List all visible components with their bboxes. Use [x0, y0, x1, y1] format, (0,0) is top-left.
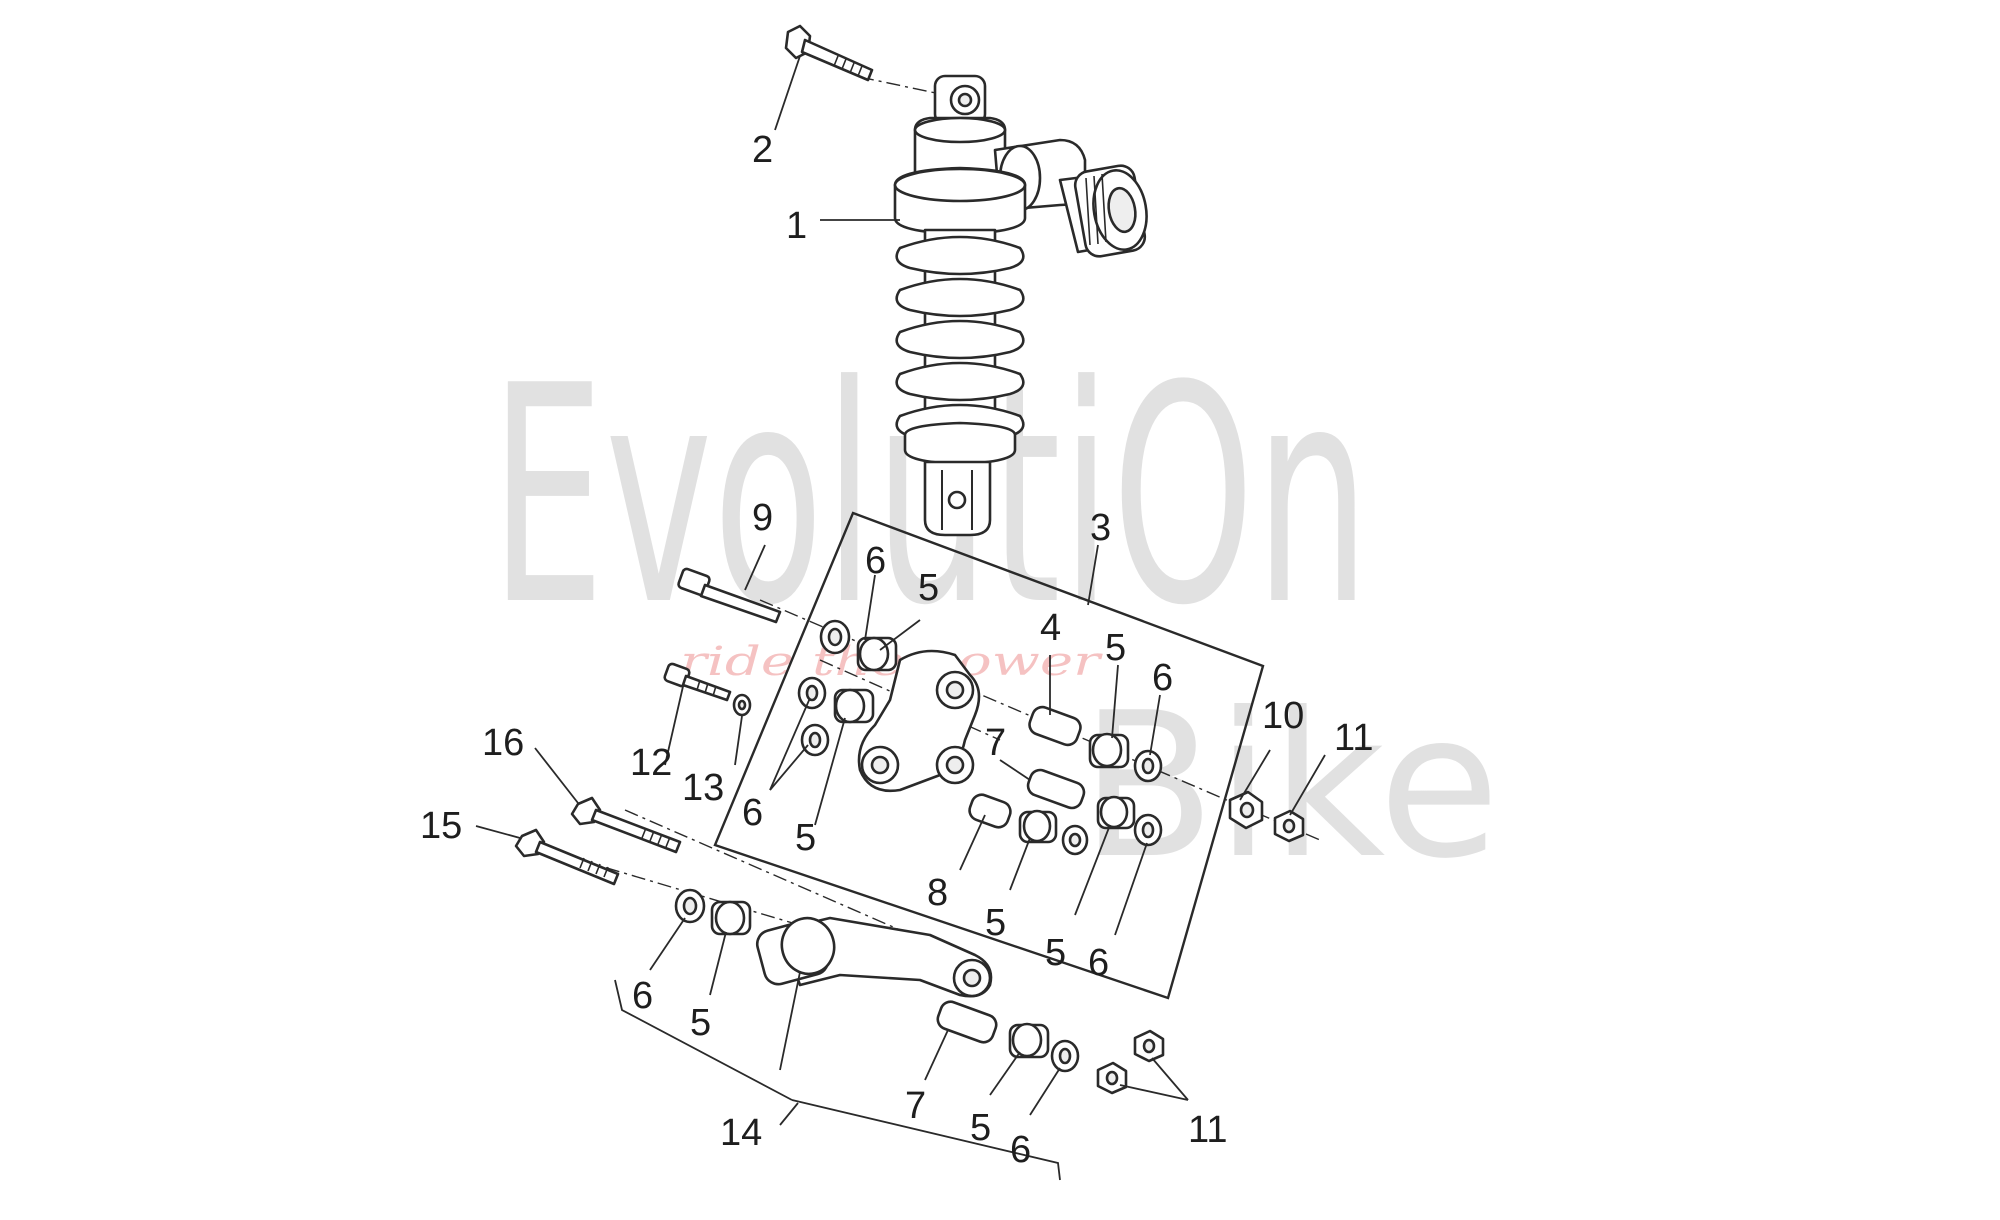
callout-6-right-top: 6	[1152, 657, 1173, 699]
long-bolts	[514, 796, 682, 886]
callout-1: 1	[786, 205, 807, 247]
lower-link-group	[614, 888, 1165, 1181]
callout-16: 16	[482, 722, 524, 764]
linkage-group-box	[713, 511, 1265, 1000]
washer-13	[732, 693, 752, 717]
callout-7-lower: 7	[905, 1085, 926, 1127]
top-bolt	[784, 24, 874, 82]
callout-6-top: 6	[865, 540, 886, 582]
linkage-small-parts	[797, 619, 1163, 856]
nuts-right	[1228, 790, 1305, 843]
leader-lines	[475, 55, 1326, 1126]
callout-5-left: 5	[795, 817, 816, 859]
callout-6-right-mid: 6	[1088, 942, 1109, 984]
callout-5-top: 5	[918, 567, 939, 609]
rear-shock-absorber	[893, 74, 1148, 537]
callout-3: 3	[1090, 507, 1111, 549]
callout-15: 15	[420, 805, 462, 847]
watermark-word-bike: Bike	[1080, 670, 1500, 903]
callout-6-bottom: 6	[1010, 1129, 1031, 1171]
callout-4: 4	[1040, 607, 1061, 649]
callout-2: 2	[752, 129, 773, 171]
callout-12: 12	[630, 742, 672, 784]
callout-8: 8	[927, 872, 948, 914]
callout-labels: 2 1 3 9 6 5 4 5 6 7 10 11 16 12 13 6 5 1…	[420, 129, 1373, 1171]
callout-14: 14	[720, 1112, 762, 1154]
callout-6-lower: 6	[632, 975, 653, 1017]
callout-5-right-top: 5	[1105, 627, 1126, 669]
bolt-9	[677, 567, 782, 624]
callout-11-bottom: 11	[1188, 1109, 1227, 1151]
callout-5-mid: 5	[985, 902, 1006, 944]
callout-7-mid: 7	[985, 722, 1006, 764]
callout-13: 13	[682, 767, 724, 809]
callout-5-bottom: 5	[970, 1107, 991, 1149]
callout-10: 10	[1262, 695, 1304, 737]
callout-6-left: 6	[742, 792, 763, 834]
callout-5-right-mid: 5	[1045, 932, 1066, 974]
callout-9: 9	[752, 497, 773, 539]
callout-5-lower: 5	[690, 1002, 711, 1044]
callout-11-right: 11	[1334, 717, 1373, 759]
